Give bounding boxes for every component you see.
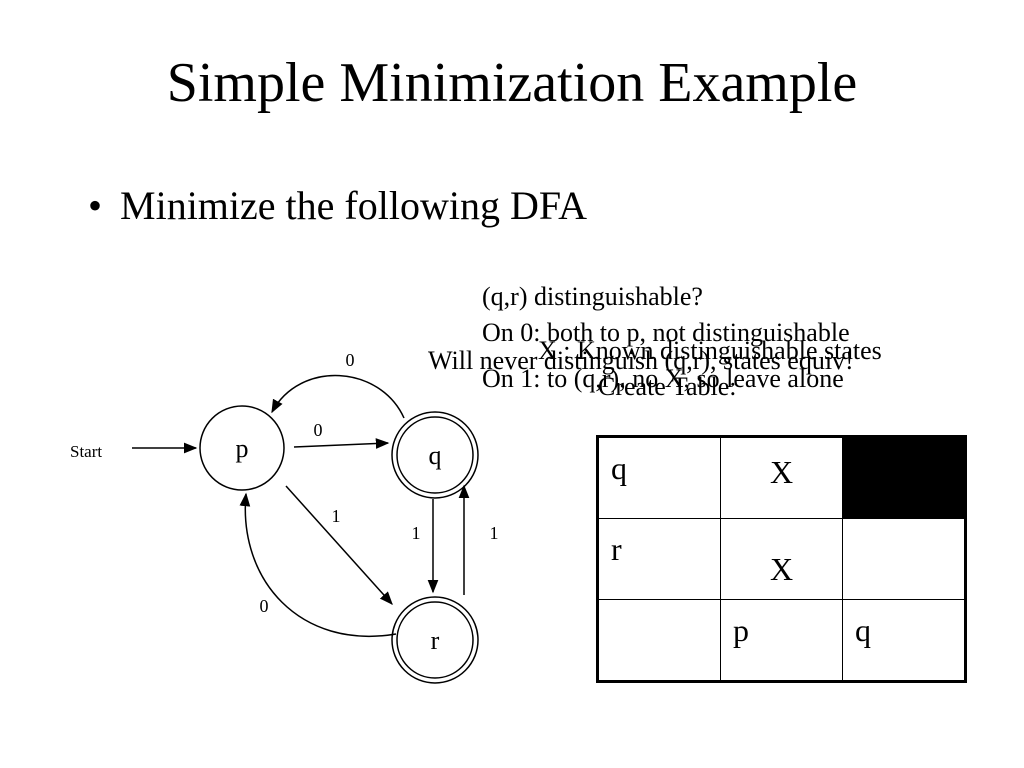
table-row: p q <box>597 599 966 682</box>
row-header-r-label: r <box>611 531 622 567</box>
state-q-label: q <box>429 441 442 470</box>
edge-p-r <box>285 485 393 606</box>
distinguishability-table: q X r X p q <box>596 435 967 683</box>
cell-q-p: X <box>720 436 843 519</box>
edge-r-p <box>239 492 397 637</box>
edge-p-r-label: 1 <box>332 506 341 526</box>
table-row: r X <box>597 518 966 600</box>
cell-r-q <box>842 518 966 600</box>
note-create-table: Create Table: <box>598 372 737 401</box>
col-header-p-label: p <box>733 612 749 648</box>
edge-q-p <box>271 374 405 419</box>
edge-p-q-label: 0 <box>314 420 323 440</box>
state-p-circle <box>199 405 285 491</box>
col-header-q-label: q <box>855 612 871 648</box>
col-header-q: q <box>842 599 966 682</box>
table-row: q X <box>597 436 966 519</box>
note-on-one: On 1: to (q,r), no X, so leave alone <box>482 364 844 393</box>
note-equivalent: Will never distinguish (q,r), states equ… <box>428 346 854 375</box>
page-title: Simple Minimization Example <box>166 52 858 114</box>
cell-r-p: X <box>720 518 843 600</box>
row-header-q: q <box>597 436 721 519</box>
bullet-icon: • <box>88 183 103 228</box>
note-on-zero: On 0: both to p, not distinguishable <box>482 318 850 347</box>
cell-q-p-mark: X <box>769 454 794 490</box>
state-p: p <box>199 405 285 491</box>
row-header-q-label: q <box>611 450 627 486</box>
cell-q-q-filled <box>842 436 966 519</box>
cell-r-p-mark: X <box>769 551 794 587</box>
state-q: q <box>391 411 479 499</box>
edge-q-p-label: 0 <box>346 350 355 370</box>
col-header-p: p <box>720 599 843 682</box>
state-r-label: r <box>431 626 440 655</box>
note-question: (q,r) distinguishable? <box>482 282 703 311</box>
state-p-label: p <box>236 434 249 463</box>
edge-r-q-label: 1 <box>490 523 499 543</box>
state-r-outer-circle <box>391 596 479 684</box>
state-r: r <box>391 596 479 684</box>
edge-r-p-label: 0 <box>260 596 269 616</box>
state-q-inner-circle <box>396 416 474 494</box>
bullet-text: Minimize the following DFA <box>120 183 588 228</box>
footer-empty <box>597 599 721 682</box>
row-header-r: r <box>597 518 721 600</box>
bullet-item: • Minimize the following DFA <box>88 182 587 230</box>
edge-q-r-label: 1 <box>412 523 421 543</box>
start-label: Start <box>70 442 102 461</box>
edge-p-q <box>293 438 390 449</box>
state-q-outer-circle <box>391 411 479 499</box>
note-x-legend: X : Known distinguishable states <box>538 336 882 365</box>
state-r-inner-circle <box>396 601 474 679</box>
